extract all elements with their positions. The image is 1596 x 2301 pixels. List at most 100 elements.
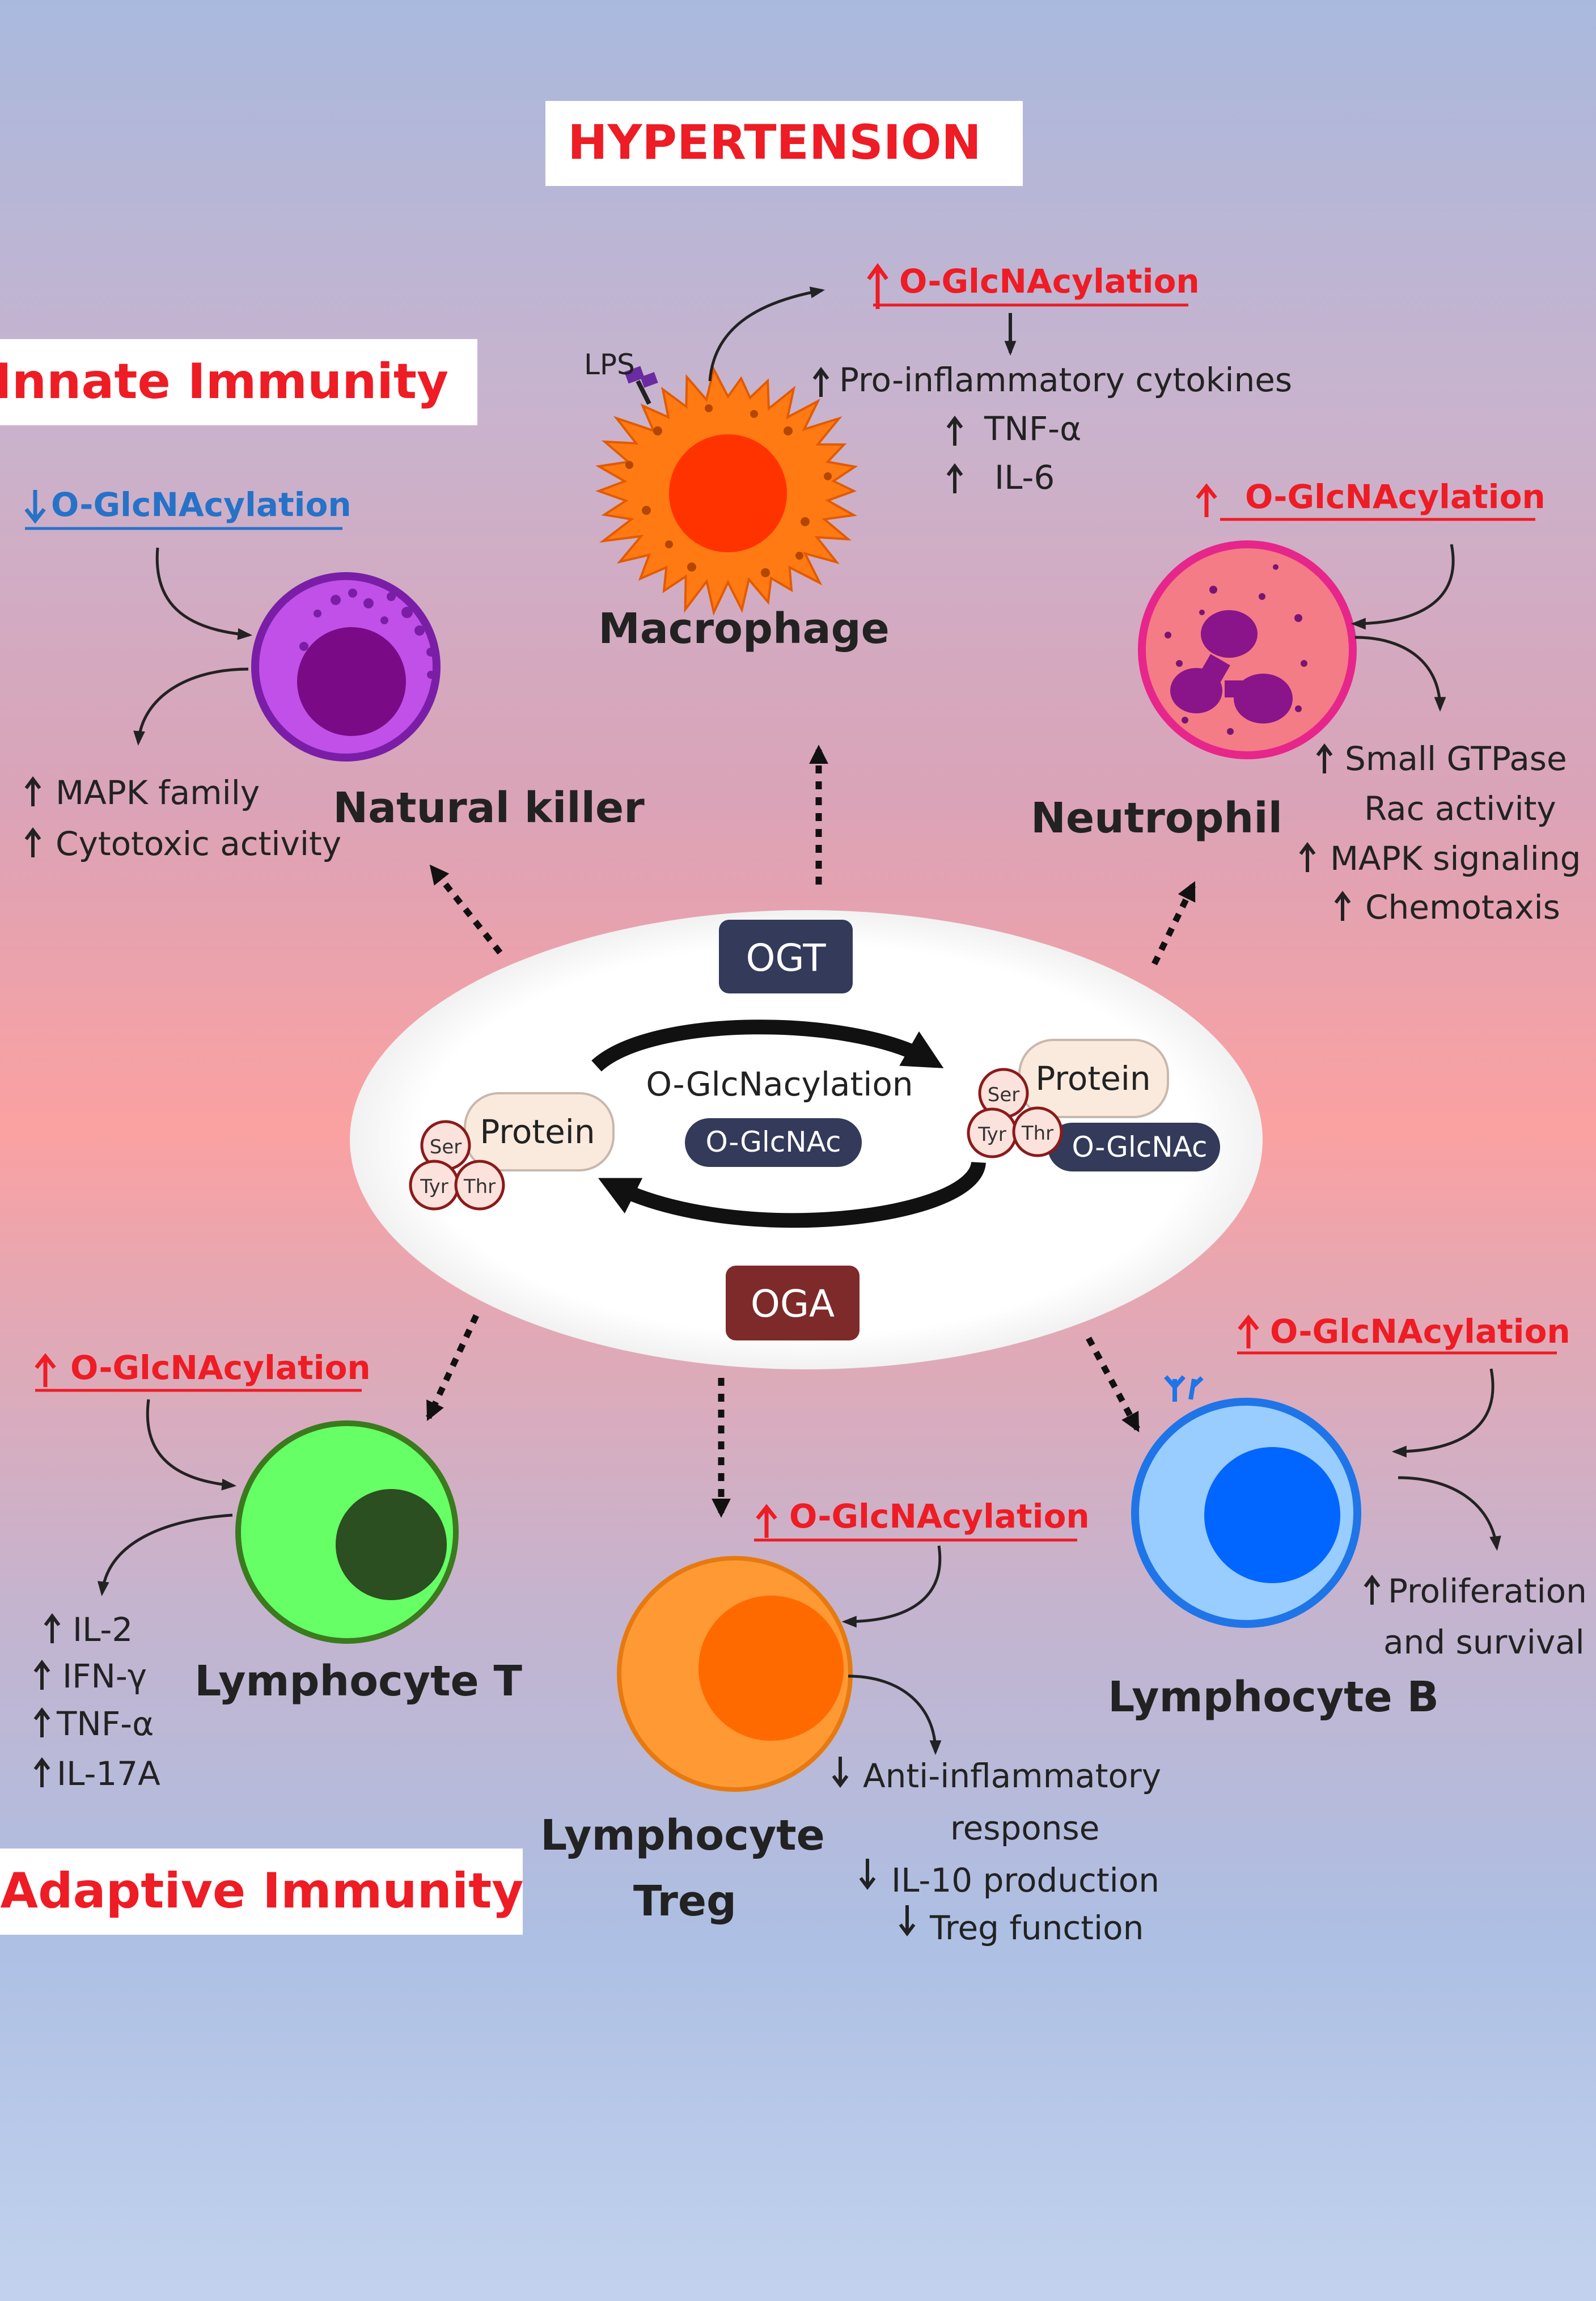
lymphocyte-b-effect-2: and survival <box>1383 1623 1585 1661</box>
lymphocyte-b-effect-1: Proliferation <box>1388 1572 1587 1610</box>
up-arrow-icon <box>33 1707 50 1737</box>
lymphocyte-b-cell: Lymphocyte B <box>1108 1368 1501 1721</box>
macrophage-effect-3: IL-6 <box>994 458 1055 497</box>
residue-thr-left: Thr <box>463 1175 496 1198</box>
neutrophil-regulation-label: O-GlcNAcylation <box>1245 477 1546 516</box>
nk-curve-arrow-out <box>133 667 249 746</box>
up-arrow-icon <box>33 1660 50 1690</box>
down-arrow-icon <box>859 1859 876 1890</box>
lymphocyte-treg-curve-arrow-in <box>841 1545 942 1628</box>
center-cycle: OGT OGA O-GlcNacylation O-GlcNAc Protein… <box>350 910 1263 1369</box>
protein-modified: Protein O-GlcNAc Ser Tyr Thr <box>967 1039 1220 1171</box>
residue-ser-left: Ser <box>430 1136 462 1158</box>
lymphocyte-treg-regulation: O-GlcNAcylation Anti-inflammatory respon… <box>754 1497 1161 1947</box>
neutrophil-effect-1: Small GTPase <box>1345 739 1567 778</box>
glcnac-label-right: O-GlcNAc <box>1072 1131 1208 1164</box>
up-arrow-icon <box>812 367 829 397</box>
neutrophil-cell: Neutrophil <box>1031 540 1455 843</box>
lymphocyte-treg-effect-3: IL-10 production <box>891 1861 1159 1900</box>
up-arrow-icon <box>24 827 41 857</box>
lymphocyte-t-effect-4: IL-17A <box>57 1754 160 1793</box>
cycle-arrow-bottom <box>598 1161 986 1228</box>
protein-label-right: Protein <box>1035 1059 1150 1098</box>
nk-effect-1: MAPK family <box>56 773 260 812</box>
lymphocyte-t-effect-3: TNF-α <box>56 1704 154 1743</box>
residue-ser-right: Ser <box>988 1084 1020 1106</box>
lps-receptor-stalk <box>636 380 651 405</box>
up-arrow-icon <box>946 463 963 493</box>
residue-thr-right: Thr <box>1021 1122 1053 1145</box>
lymphocyte-treg-curve-arrow-out <box>848 1674 942 1756</box>
macrophage-cell: LPS Macrophage <box>584 286 890 653</box>
lymphocyte-b-regulation: O-GlcNAcylation Proliferation and surviv… <box>1237 1312 1587 1661</box>
ogt-box <box>719 920 853 993</box>
neutrophil-effect-3: MAPK signaling <box>1330 839 1581 878</box>
radial-arrows <box>426 745 1196 1518</box>
lps-label: LPS <box>584 348 635 381</box>
up-arrow-icon <box>946 416 963 446</box>
macrophage-name: Macrophage <box>598 604 890 653</box>
protein-label-left: Protein <box>480 1113 595 1151</box>
arrow-to-natural-killer <box>429 864 503 955</box>
lymphocyte-b-curve-arrow-out <box>1398 1476 1501 1551</box>
up-arrow-icon <box>1196 483 1217 517</box>
neutrophil-name: Neutrophil <box>1031 794 1282 843</box>
lymphocyte-treg-nucleus <box>698 1596 844 1741</box>
cycle-arrow-top <box>591 1020 944 1072</box>
down-arrow-icon <box>899 1905 916 1936</box>
down-arrow-icon <box>24 490 46 524</box>
residue-tyr-left: Tyr <box>420 1175 448 1198</box>
lymphocyte-t-effect-1: IL-2 <box>73 1610 133 1649</box>
title-box: HYPERTENSION <box>545 101 1023 186</box>
residue-tyr-right: Tyr <box>977 1123 1006 1146</box>
neutrophil-effect-4: Chemotaxis <box>1365 888 1560 927</box>
natural-killer-name: Natural killer <box>333 784 645 832</box>
lymphocyte-treg-name-line1: Lymphocyte <box>540 1811 825 1860</box>
down-arrow-icon <box>832 1757 849 1788</box>
natural-killer-regulation: O-GlcNAcylation MAPK family Cytotoxic ac… <box>24 485 352 863</box>
macrophage-curve-arrow <box>708 286 825 382</box>
nk-nucleus <box>297 627 406 736</box>
b-cell-receptor-icon <box>1164 1375 1204 1402</box>
lymphocyte-b-name: Lymphocyte B <box>1108 1673 1439 1721</box>
ogt-label: OGT <box>746 936 826 980</box>
arrow-to-lymphocyte-t <box>426 1314 479 1422</box>
lymphocyte-treg-regulation-label: O-GlcNAcylation <box>789 1497 1090 1536</box>
lymphocyte-b-curve-arrow-in <box>1391 1368 1495 1458</box>
lymphocyte-t-regulation-label: O-GlcNAcylation <box>70 1348 371 1387</box>
nk-granules <box>299 589 435 679</box>
glcnac-label-center: O-GlcNAc <box>706 1126 841 1158</box>
oga-label: OGA <box>751 1282 835 1326</box>
lymphocyte-t-regulation: O-GlcNAcylation IL-2 IFN-γ TNF-α IL-17A <box>33 1348 371 1793</box>
macrophage-regulation: O-GlcNAcylation Pro-inflammatory cytokin… <box>812 262 1292 497</box>
oga-box <box>726 1266 860 1340</box>
lymphocyte-treg-effect-1: Anti-inflammatory <box>863 1757 1161 1795</box>
neutrophil-curve-arrow-in <box>1351 544 1455 630</box>
up-arrow-icon <box>867 263 888 309</box>
lymphocyte-b-nucleus <box>1204 1447 1340 1583</box>
arrow-to-neutrophil <box>1152 881 1196 966</box>
lymphocyte-b-regulation-label: O-GlcNAcylation <box>1270 1312 1570 1351</box>
neutrophil-effect-2: Rac activity <box>1364 789 1556 828</box>
lymphocyte-treg-effect-4: Treg function <box>929 1909 1144 1947</box>
up-arrow-icon <box>1238 1314 1259 1348</box>
up-arrow-icon <box>1334 891 1351 921</box>
natural-killer-cell: Natural killer <box>133 547 645 832</box>
up-arrow-icon <box>1364 1575 1381 1605</box>
up-arrow-icon <box>44 1613 61 1643</box>
neutrophil-granules <box>1165 564 1307 735</box>
lymphocyte-t-curve-arrow-in <box>146 1399 237 1491</box>
lymphocyte-t-name: Lymphocyte T <box>194 1657 522 1706</box>
lymphocyte-t-curve-arrow-out <box>97 1513 233 1597</box>
lymphocyte-treg-cell: Lymphocyte Treg <box>540 1545 942 1926</box>
page-title: HYPERTENSION <box>568 115 981 170</box>
lymphocyte-treg-name-line2: Treg <box>633 1877 736 1926</box>
up-arrow-icon <box>33 1757 50 1787</box>
lymphocyte-t-effect-2: IFN-γ <box>62 1657 147 1695</box>
lymphocyte-t-nucleus <box>336 1489 447 1600</box>
neutrophil-curve-arrow-out <box>1354 636 1446 712</box>
macrophage-granules <box>625 404 832 577</box>
adaptive-immunity-box: Adaptive Immunity <box>0 1849 523 1935</box>
